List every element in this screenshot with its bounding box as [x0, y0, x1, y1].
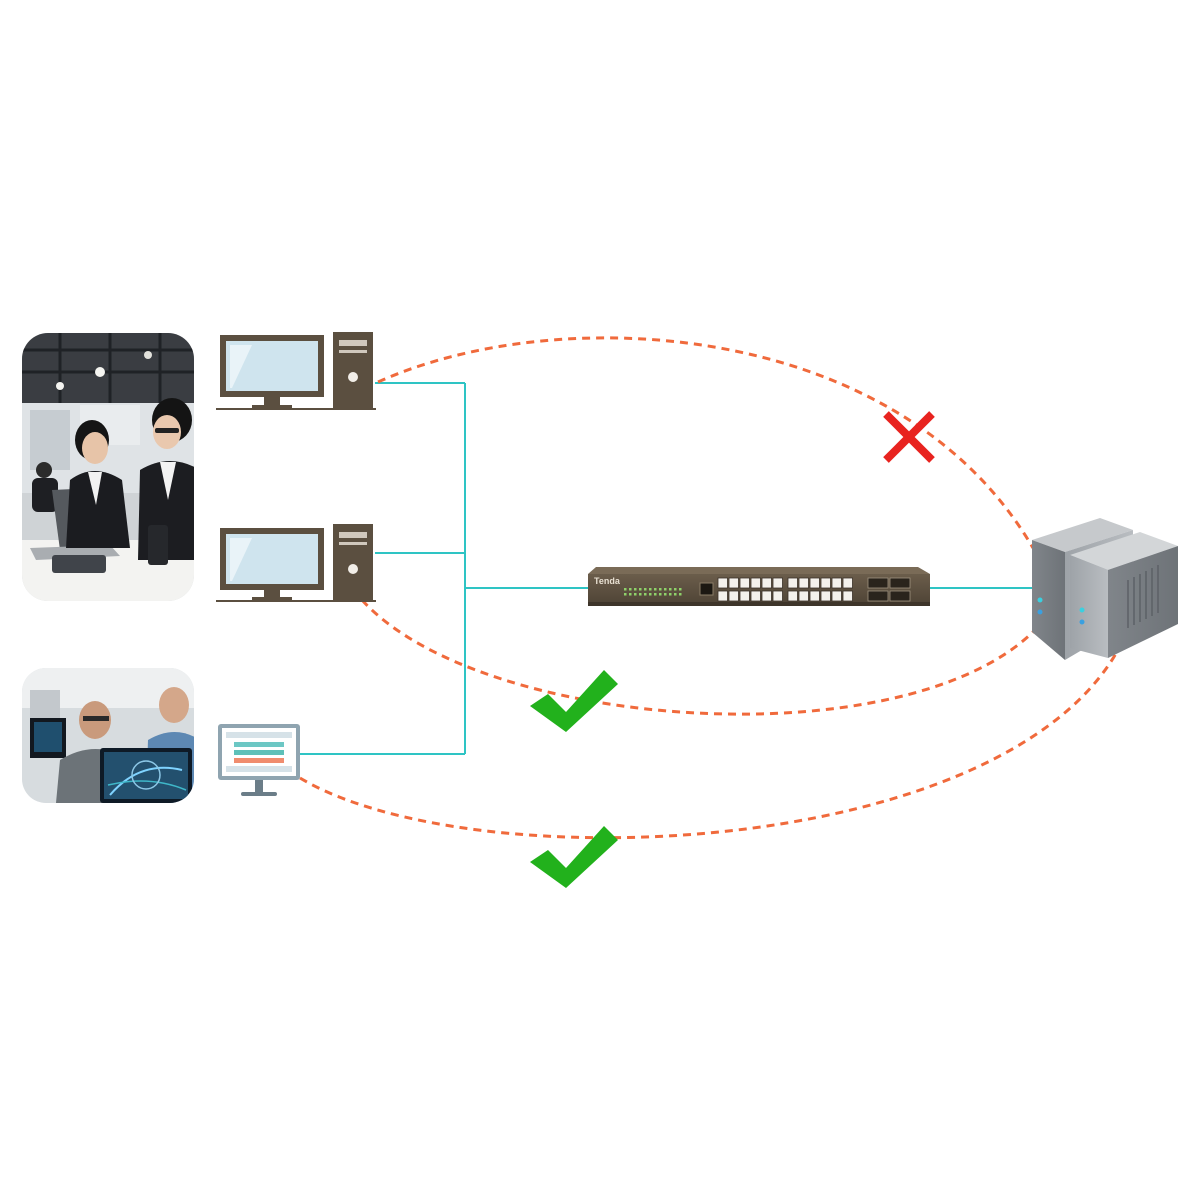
sfp-port: [867, 590, 889, 602]
switch-brand-label: Tenda: [594, 576, 621, 586]
path-pc-middle-server: [360, 598, 1035, 716]
traffic-paths: [299, 336, 1120, 840]
status-led: [649, 588, 652, 591]
status-led: [654, 588, 657, 591]
office-workers-photo: [22, 333, 194, 601]
rj45-port: [728, 577, 739, 589]
allowed-check-icon: [530, 670, 618, 732]
switch-status-leds: [624, 588, 682, 596]
status-led: [654, 593, 657, 596]
status-led: [649, 593, 652, 596]
status-led: [644, 593, 647, 596]
status-led: [629, 588, 632, 591]
console-port: [699, 582, 714, 596]
status-led: [679, 593, 682, 596]
status-led: [634, 588, 637, 591]
rj45-port: [831, 577, 842, 589]
status-led: [674, 588, 677, 591]
rj45-port: [761, 590, 772, 602]
desktop-computer-icon: [216, 332, 376, 410]
cyan-wiring: [300, 382, 1033, 755]
status-led: [669, 593, 672, 596]
sfp-port: [889, 577, 911, 589]
server-tower-icon: [1032, 518, 1178, 660]
sfp-port: [867, 577, 889, 589]
status-led: [679, 588, 682, 591]
status-led: [624, 593, 627, 596]
server-towers[interactable]: [1032, 518, 1178, 660]
allowed-check-icon: [530, 826, 618, 888]
blocked-cross-icon: [883, 411, 935, 463]
rj45-port: [739, 577, 750, 589]
rj45-port: [787, 590, 798, 602]
status-led: [634, 593, 637, 596]
rj45-port: [772, 577, 783, 589]
rj45-port: [831, 590, 842, 602]
rj45-port: [728, 590, 739, 602]
rj45-port: [717, 577, 728, 589]
rj45-port: [842, 577, 853, 589]
status-led: [659, 588, 662, 591]
sfp-port: [889, 590, 911, 602]
desktop-computer-top[interactable]: [216, 332, 376, 410]
rj45-port: [820, 577, 831, 589]
control-room-photo: [22, 668, 194, 803]
status-led: [674, 593, 677, 596]
rj45-port: [772, 590, 783, 602]
switch-rj45-ports: [717, 577, 853, 602]
rj45-port: [809, 590, 820, 602]
rj45-port: [750, 577, 761, 589]
rj45-port: [761, 577, 772, 589]
desktop-computer-middle[interactable]: [216, 524, 376, 602]
status-led: [624, 588, 627, 591]
status-led: [629, 593, 632, 596]
network-switch[interactable]: Tenda: [588, 567, 930, 606]
desktop-computer-icon: [216, 524, 376, 602]
path-pc-top-server: [377, 336, 1035, 549]
rj45-port: [798, 590, 809, 602]
rj45-port: [717, 590, 728, 602]
monitor-bottom[interactable]: [218, 724, 300, 796]
rj45-port: [798, 577, 809, 589]
monitor-icon: [218, 724, 300, 796]
path-monitor-server: [299, 649, 1120, 840]
rj45-port: [820, 590, 831, 602]
status-led: [639, 593, 642, 596]
rj45-port: [809, 577, 820, 589]
switch-sfp-ports: [867, 577, 911, 602]
status-led: [659, 593, 662, 596]
status-led: [644, 588, 647, 591]
status-led: [669, 588, 672, 591]
rj45-port: [787, 577, 798, 589]
rj45-port: [842, 590, 853, 602]
status-led: [664, 588, 667, 591]
rj45-port: [750, 590, 761, 602]
rj45-port: [739, 590, 750, 602]
status-led: [664, 593, 667, 596]
status-led: [639, 588, 642, 591]
